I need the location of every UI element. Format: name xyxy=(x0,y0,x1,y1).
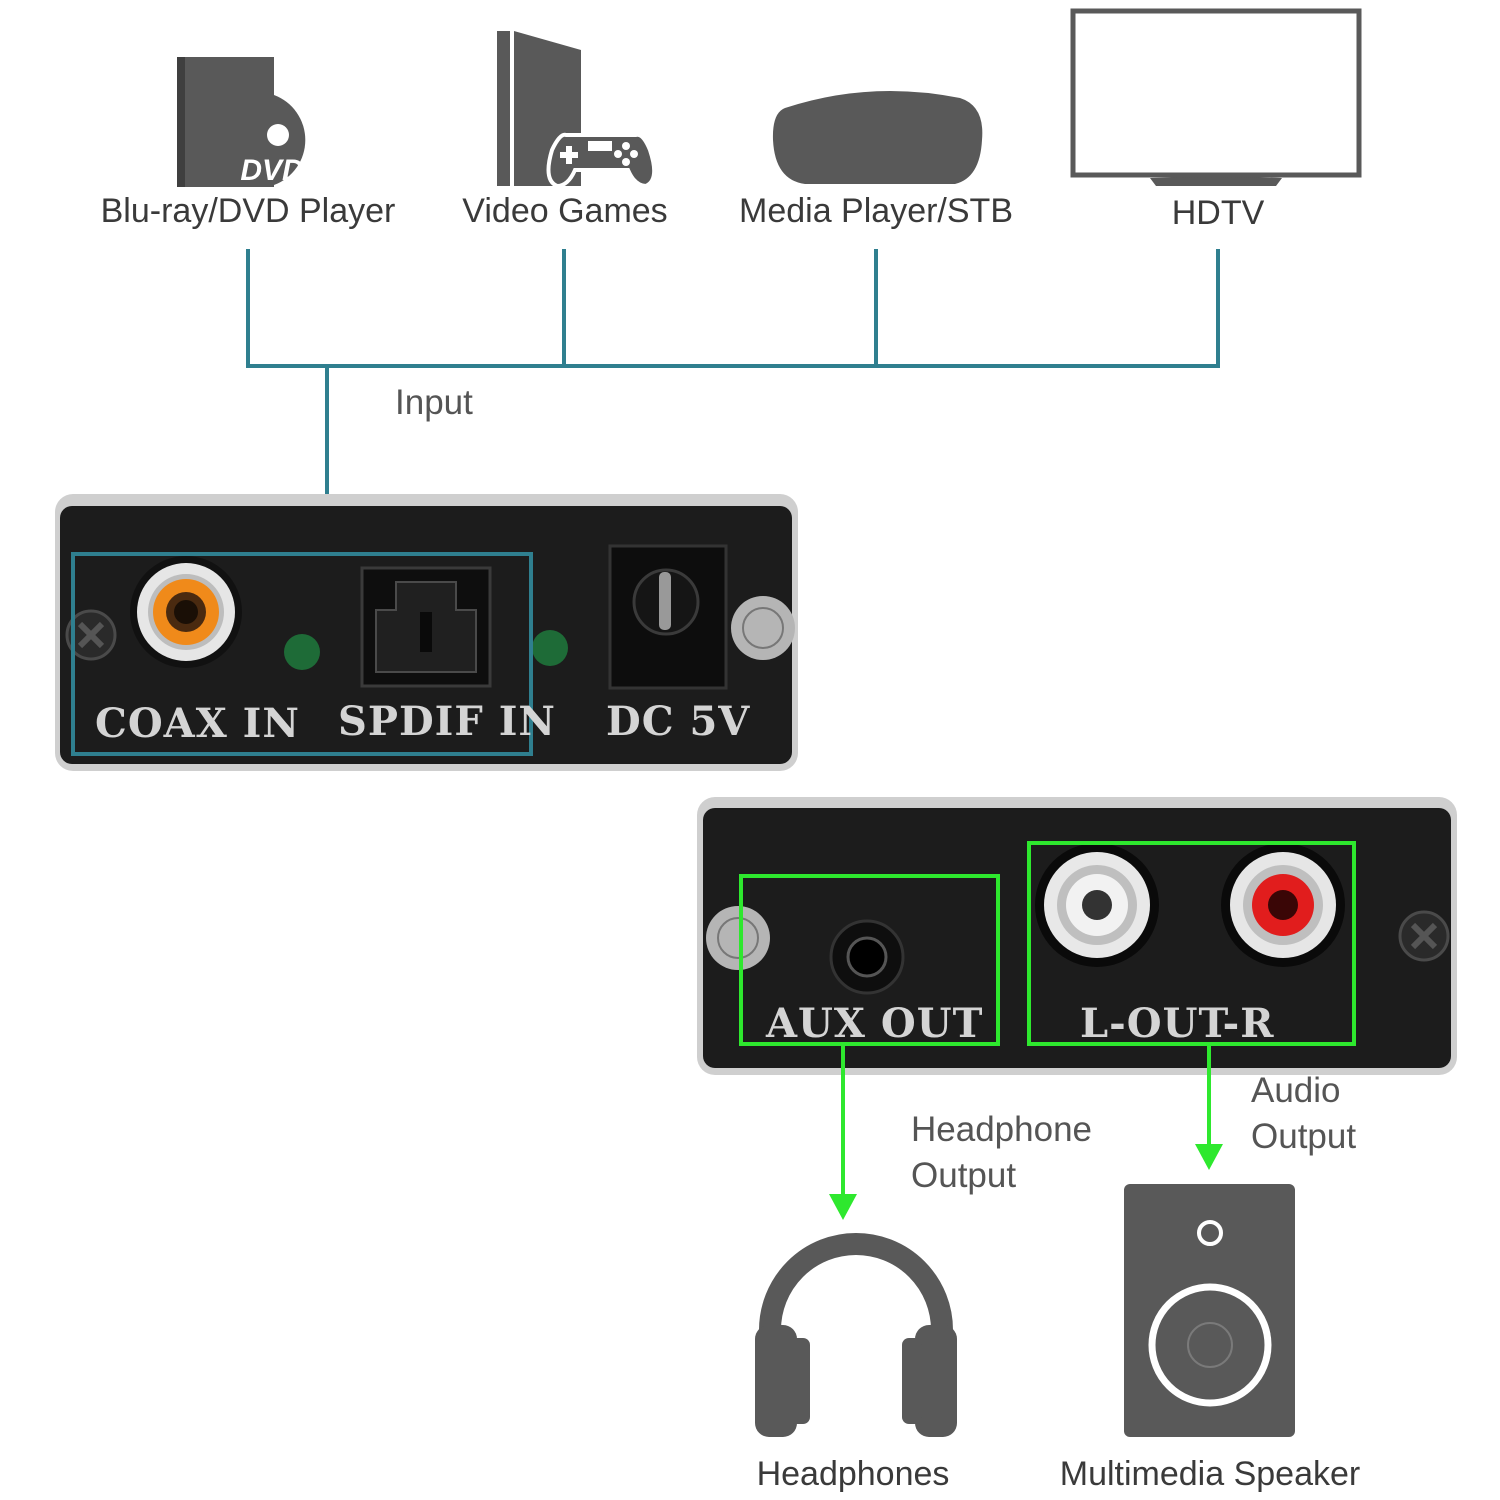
optical-port xyxy=(360,566,492,688)
rca-highlight-box xyxy=(1027,841,1356,1046)
aux-out-label: AUX OUT xyxy=(766,1000,984,1047)
source-label-dvd: Blu-ray/DVD Player xyxy=(100,192,396,230)
speaker-label: Multimedia Speaker xyxy=(1059,1455,1361,1493)
dvd-player-icon: DVD xyxy=(177,57,306,187)
dvd-logo-text: DVD xyxy=(240,154,303,187)
headphone-output-line1: Headphone xyxy=(911,1110,1092,1149)
speaker-icon xyxy=(1124,1184,1295,1437)
media-box-icon xyxy=(772,90,983,184)
aux-highlight-box xyxy=(739,874,1000,1046)
input-label: Input xyxy=(395,383,473,422)
screw-icon xyxy=(1398,910,1450,962)
coax-in-label: COAX IN xyxy=(95,700,300,747)
source-label-media: Media Player/STB xyxy=(739,192,1013,230)
audio-output-line1: Audio xyxy=(1251,1071,1341,1110)
rca-right-jack xyxy=(1221,843,1345,967)
input-panel xyxy=(55,494,798,771)
tv-icon xyxy=(1070,8,1362,186)
dc-5v-label: DC 5V xyxy=(606,698,751,745)
headphone-output-label: Headphone Output xyxy=(911,1107,1092,1199)
input-highlight-box xyxy=(71,552,533,756)
output-panel xyxy=(697,797,1457,1075)
dc-jack xyxy=(608,544,728,690)
spdif-in-label: SPDIF IN xyxy=(338,698,556,745)
headphone-output-line2: Output xyxy=(911,1156,1017,1195)
input-connector-lines xyxy=(246,249,1220,553)
headphone-arrow xyxy=(829,1046,857,1220)
headphones-icon xyxy=(755,1233,957,1437)
aux-jack xyxy=(829,919,905,995)
audio-output-label: Audio Output xyxy=(1251,1068,1356,1160)
l-out-r-label: L-OUT-R xyxy=(1080,1000,1275,1047)
speaker-arrow xyxy=(1195,1046,1223,1170)
led-indicator xyxy=(532,630,568,666)
source-label-games: Video Games xyxy=(462,192,668,230)
source-label-hdtv: HDTV xyxy=(1171,194,1265,232)
coax-jack xyxy=(130,556,242,668)
game-console-icon xyxy=(497,31,657,189)
headphones-label: Headphones xyxy=(756,1455,950,1493)
audio-output-line2: Output xyxy=(1251,1117,1357,1156)
led-indicator xyxy=(284,634,320,670)
date-sticker xyxy=(731,596,795,660)
date-sticker xyxy=(706,906,770,970)
rca-left-jack xyxy=(1035,843,1159,967)
screw-icon xyxy=(65,609,117,661)
